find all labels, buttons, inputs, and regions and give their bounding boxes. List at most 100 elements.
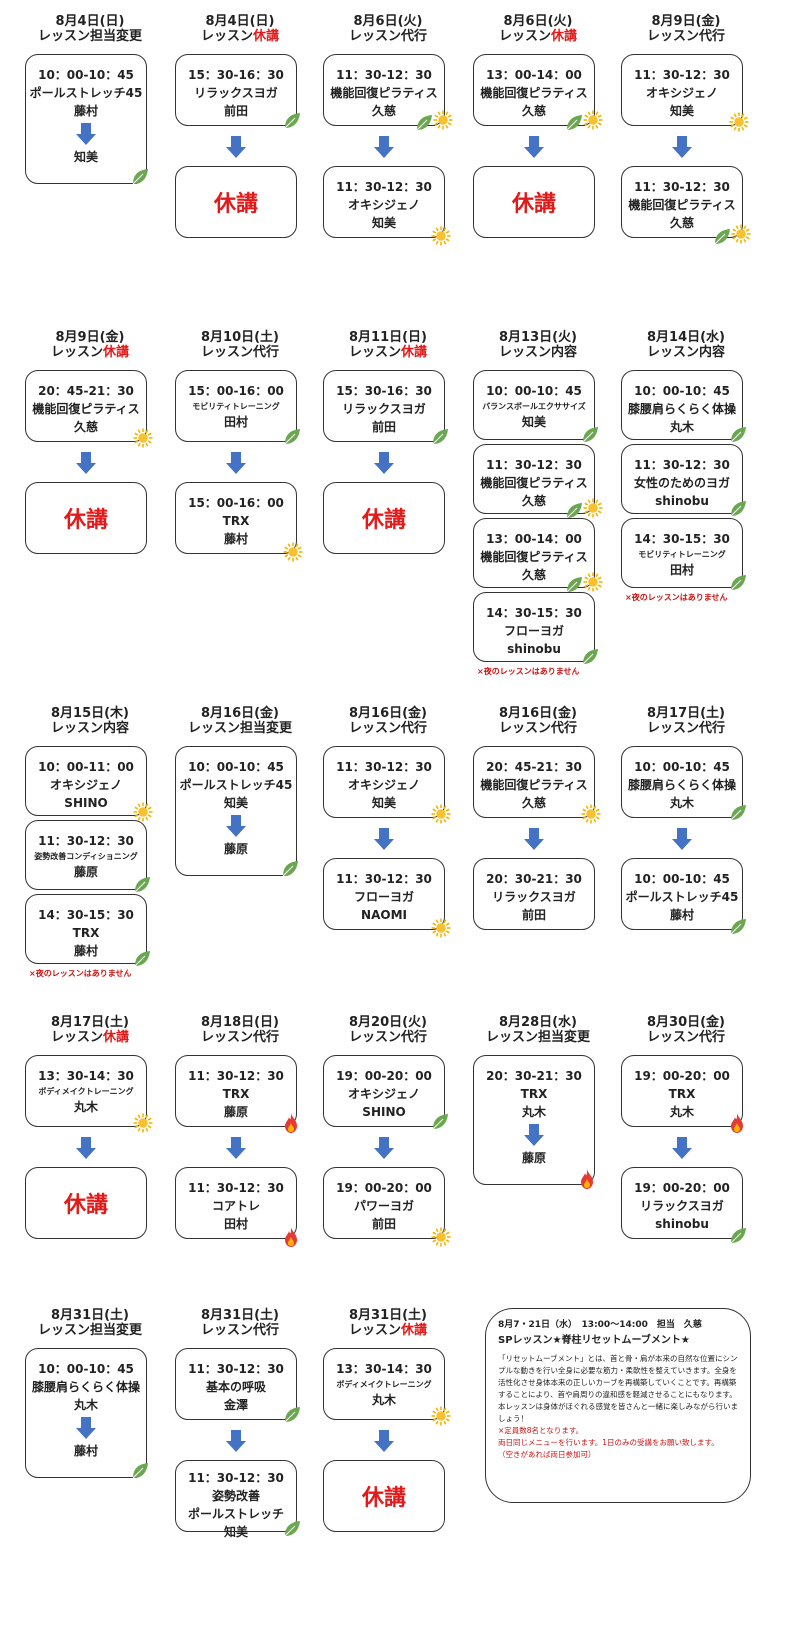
header-type-label: レッスン	[498, 29, 551, 44]
header-date: 8月31日(土)	[50, 1308, 130, 1323]
date-header: 8月17日(土)レッスン代行	[616, 706, 756, 736]
header-type-label: レッスン内容	[50, 721, 129, 736]
sun-icon	[431, 918, 451, 938]
header-date: 8月18日(日)	[200, 1015, 280, 1030]
date-header: 8月6日(火)レッスン休講	[468, 14, 608, 44]
leaf-icon	[729, 1227, 749, 1247]
header-cancel-label: 休講	[401, 1323, 428, 1338]
header-type: レッスン代行	[616, 29, 756, 44]
leaf-icon	[431, 428, 451, 448]
leaf-sun-icon	[713, 224, 753, 246]
header-date: 8月14日(水)	[646, 330, 726, 345]
date-header: 8月13日(火)レッスン内容	[468, 330, 608, 360]
leaf-icon	[581, 426, 601, 446]
leaf-icon	[283, 112, 303, 132]
header-date: 8月9日(金)	[651, 14, 721, 29]
instructor-name: 丸木	[521, 1105, 546, 1119]
sun-icon	[133, 1113, 153, 1133]
instructor-name: 丸木	[669, 796, 694, 810]
leaf-icon	[729, 574, 749, 594]
instructor-name: 知美	[371, 796, 396, 810]
header-type: レッスン代行	[170, 1030, 310, 1045]
lesson-time: 19：00-20：00	[634, 1069, 730, 1083]
new-instructor-name: 藤原	[223, 842, 248, 856]
header-type: レッスン代行	[170, 1323, 310, 1338]
lesson-title: 機能回復ピラティス	[480, 476, 588, 490]
lesson-title: オキシジェノ	[347, 778, 420, 792]
instructor-name: 前田	[521, 908, 546, 922]
header-cancel-label: 休講	[401, 345, 428, 360]
lesson-title: リラックスヨガ	[194, 86, 278, 100]
sun-icon	[581, 804, 601, 824]
leaf-icon	[283, 1520, 303, 1540]
leaf-sun-icon	[565, 498, 605, 520]
date-header: 8月31日(土)レッスン休講	[318, 1308, 458, 1338]
header-type: レッスン代行	[318, 29, 458, 44]
lesson-title: 機能回復ピラティス	[330, 86, 438, 100]
lesson-title: 機能回復ピラティス	[32, 402, 140, 416]
header-cancel-label: 休講	[253, 29, 280, 44]
sun-icon	[283, 542, 303, 562]
no-evening-note: ×夜のレッスンはありません	[29, 969, 132, 978]
header-type-label: レッスン	[348, 1323, 401, 1338]
lesson-title: フローヨガ	[353, 890, 414, 904]
lesson-title: オキシジェノ	[645, 86, 718, 100]
header-date: 8月17日(土)	[646, 706, 726, 721]
instructor-name: 金澤	[223, 1398, 248, 1412]
header-date: 8月11日(日)	[348, 330, 428, 345]
down-arrow-icon	[672, 136, 692, 158]
instructor-name: 久慈	[521, 104, 546, 118]
date-header: 8月11日(日)レッスン休講	[318, 330, 458, 360]
down-arrow-icon	[76, 1417, 96, 1439]
header-type-label: レッスン代行	[200, 1323, 279, 1338]
lesson-title: TRX	[72, 926, 100, 940]
sp-note: 両日同じメニューを行います。1日のみの受講をお願い致します。	[498, 1438, 719, 1447]
header-date: 8月10日(土)	[200, 330, 280, 345]
lesson-time: 14：30-15：30	[486, 606, 582, 620]
header-type: レッスン代行	[318, 721, 458, 736]
lesson-title: 機能回復ピラティス	[480, 778, 588, 792]
date-header: 8月10日(土)レッスン代行	[170, 330, 310, 360]
instructor-name: 田村	[669, 563, 694, 577]
